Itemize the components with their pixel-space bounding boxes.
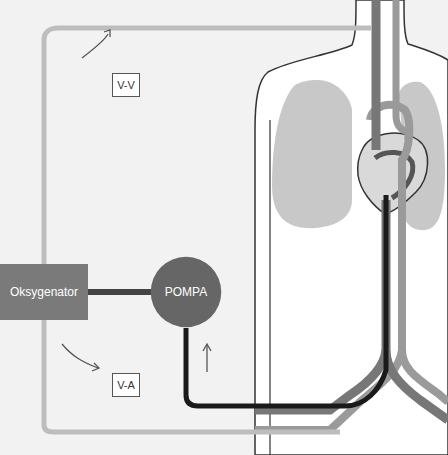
flow-arrow [82, 34, 108, 58]
flow-arrow-head [203, 344, 211, 351]
jugular-vein [372, 0, 381, 150]
mode-tag: V-A [112, 373, 140, 397]
vv-return-tube [44, 28, 372, 264]
node-text: Oksygenator [10, 285, 78, 299]
torso-outline [255, 0, 448, 455]
iliac-artery [255, 350, 402, 430]
pump-link [88, 289, 152, 295]
node-text: V-A [117, 379, 135, 391]
flow-arrow-head [104, 30, 110, 37]
vena-cava [386, 200, 448, 420]
node-text: V-V [117, 79, 135, 91]
flow-arrow [62, 344, 98, 368]
mode-tag: V-V [112, 73, 140, 97]
flow-arrow [206, 345, 207, 372]
flow-arrow-head [92, 363, 99, 371]
pump-circle: POMPA [150, 256, 222, 328]
heart [358, 133, 428, 214]
oxygenator-box: Oksygenator [0, 264, 88, 320]
right-lung [272, 80, 352, 228]
node-text: POMPA [165, 285, 207, 299]
va-return-tube [44, 320, 340, 432]
